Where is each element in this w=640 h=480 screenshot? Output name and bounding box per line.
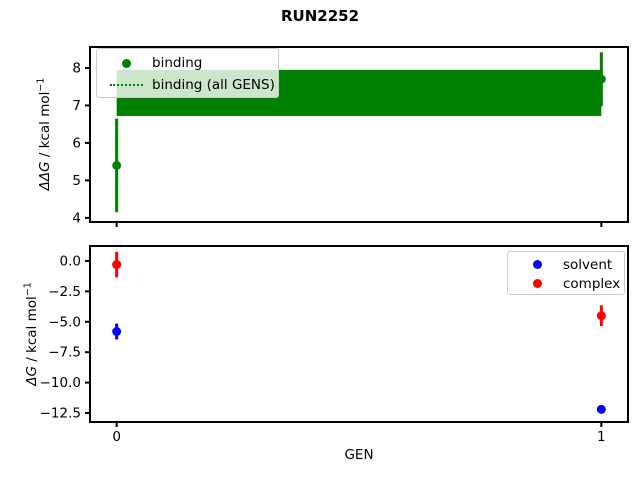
legend-swatch: [520, 279, 554, 288]
marker-solvent: [112, 327, 122, 337]
y-tick-label: 5: [72, 173, 81, 189]
ylabel-exponent: −1: [22, 282, 34, 297]
x-axis-label: GEN: [344, 447, 374, 463]
y-tick-label: 6: [72, 135, 81, 151]
marker-solvent: [596, 404, 606, 414]
marker-complex: [112, 260, 122, 270]
y-tick-label: −2.5: [48, 284, 81, 300]
green-dot-marker-icon: [121, 58, 131, 68]
y-tick-label: −5.0: [48, 314, 81, 330]
ylabel-math: ΔG: [23, 366, 40, 386]
y-axis-label-ddg: ΔΔG / kcal mol−1: [35, 78, 53, 191]
y-tick-label: 8: [72, 60, 81, 76]
x-tick-label: 1: [597, 429, 606, 445]
x-tick-label: 0: [112, 429, 121, 445]
legend-swatch: [109, 84, 143, 86]
legend-label: binding: [152, 55, 203, 71]
axes-frame: [89, 245, 629, 423]
axes-frame: [89, 46, 629, 223]
legend-label: solvent: [563, 256, 613, 273]
legend-label: binding (all GENS): [152, 77, 275, 93]
legend-binding: binding binding (all GENS): [96, 48, 279, 98]
legend-swatch: [109, 58, 143, 68]
green-dotted-line-icon: [109, 84, 143, 86]
y-tick-label: −12.5: [40, 405, 81, 421]
legend-entry-complex: complex: [508, 274, 624, 293]
ylabel-units: / kcal mol: [36, 91, 53, 162]
y-tick-label: 0.0: [60, 253, 81, 269]
legend-swatch: [520, 260, 554, 269]
y-tick-label: 4: [72, 210, 81, 226]
ylabel-math: ΔΔG: [36, 161, 53, 191]
legend-entry-binding-all-gens: binding (all GENS): [97, 74, 278, 96]
red-dot-marker-icon: [532, 279, 542, 288]
dg-chart: 0.0 −2.5 −5.0 −7.5 −10.0 −12.5 0 1: [40, 245, 629, 445]
legend-entry-binding: binding: [97, 52, 278, 74]
blue-dot-marker-icon: [532, 260, 542, 269]
legend-entry-solvent: solvent: [508, 255, 624, 274]
ylabel-exponent: −1: [35, 77, 47, 92]
legend-label: complex: [563, 275, 621, 292]
marker-binding: [112, 160, 122, 170]
y-axis-label-dg: ΔG / kcal mol−1: [22, 282, 40, 386]
figure-title: RUN2252: [280, 7, 360, 25]
y-tick-label: 7: [72, 98, 81, 114]
y-tick-label: −10.0: [40, 375, 81, 391]
ylabel-units: / kcal mol: [23, 296, 40, 367]
marker-binding: [596, 74, 606, 84]
marker-complex: [596, 311, 606, 321]
y-tick-label: −7.5: [48, 345, 81, 361]
legend-dg: solvent complex: [507, 251, 625, 295]
